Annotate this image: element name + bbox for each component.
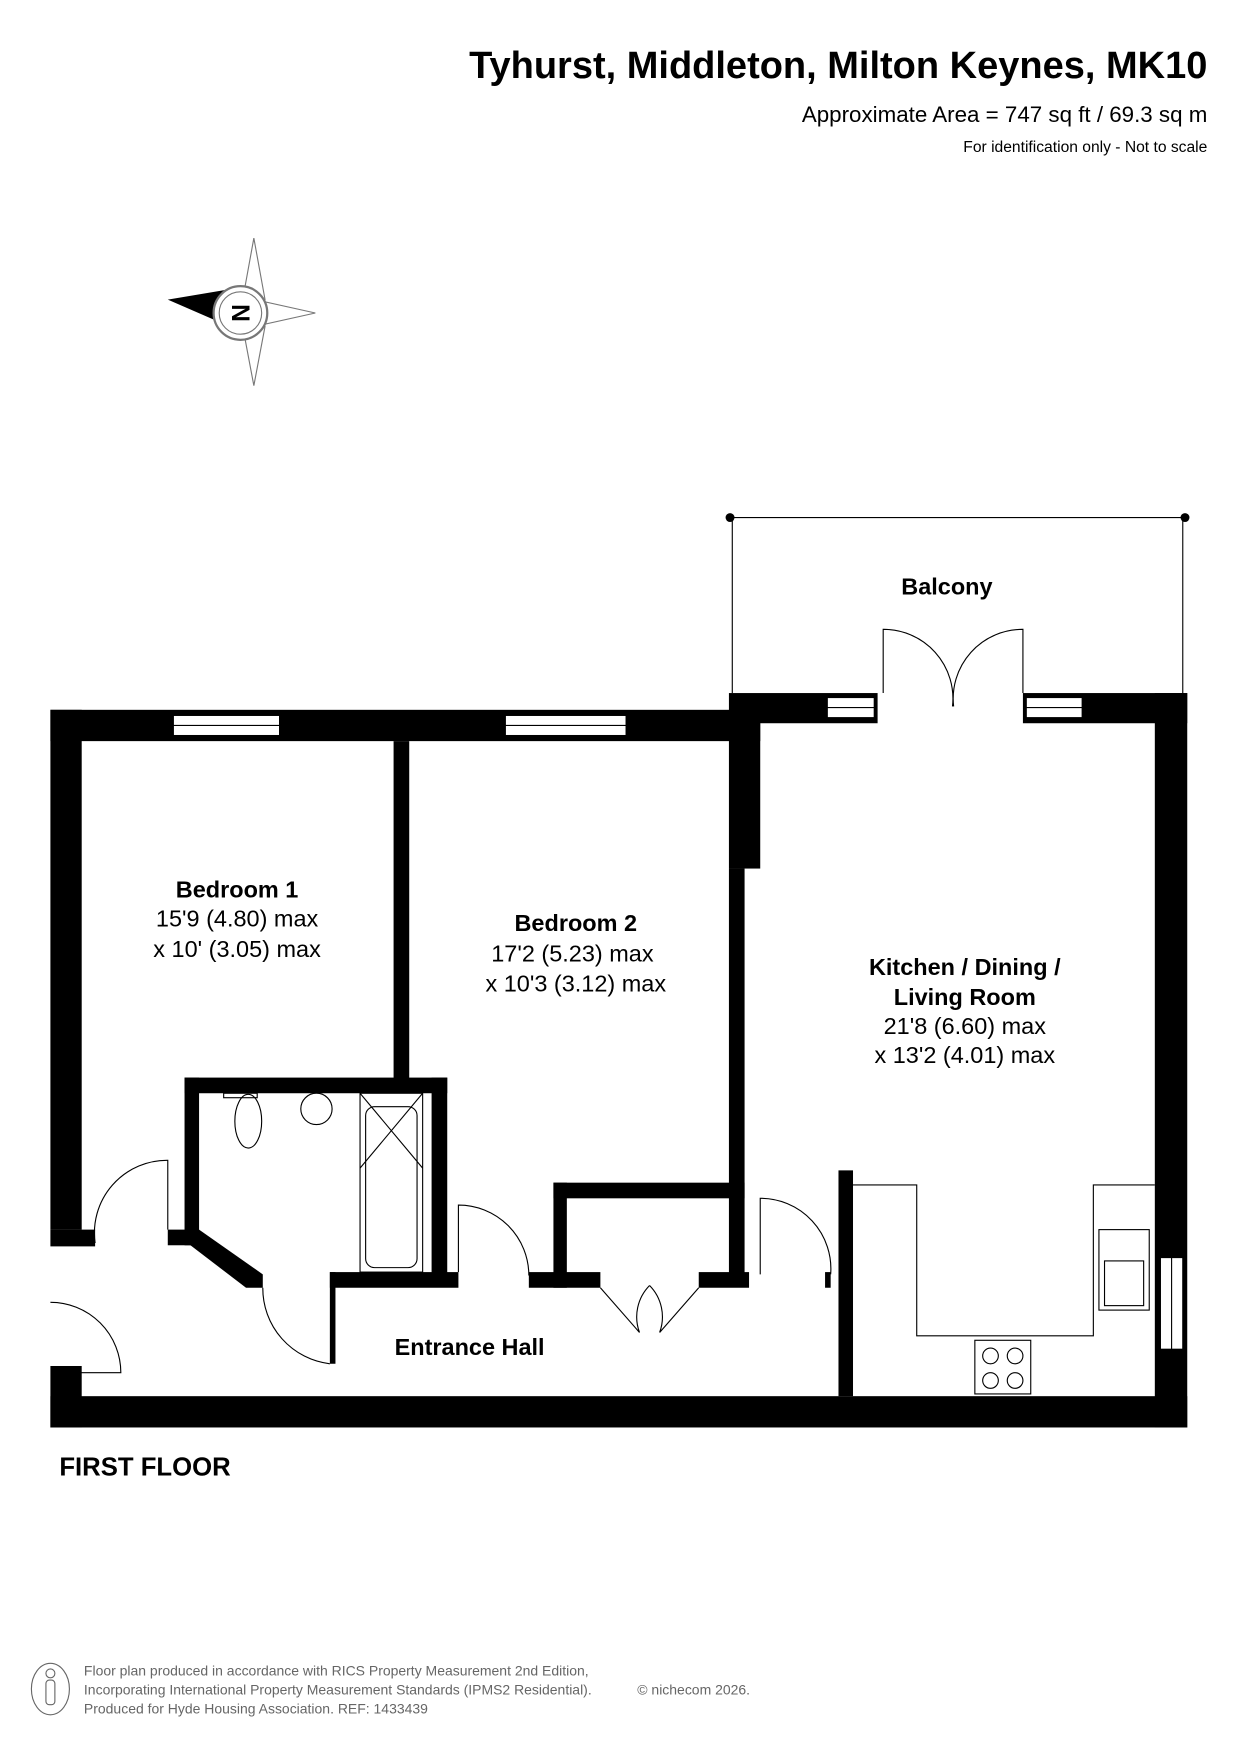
person-icon — [30, 1662, 70, 1716]
bedroom1-dim1: 15'9 (4.80) max — [156, 906, 319, 932]
hob-icon — [974, 1339, 1032, 1395]
bedroom2-label: Bedroom 2 — [514, 910, 637, 936]
bedroom2-dim1: 17'2 (5.23) max — [491, 940, 654, 966]
scale-note: For identification only - Not to scale — [963, 139, 1207, 156]
floor-label: FIRST FLOOR — [59, 1454, 231, 1482]
walls — [50, 693, 1188, 1428]
footer-copyright: © nichecom 2026. — [637, 1682, 750, 1698]
toilet-icon — [234, 1093, 263, 1149]
kitchen-label-line2: Living Room — [894, 984, 1036, 1010]
property-title: Tyhurst, Middleton, Milton Keynes, MK10 — [469, 45, 1207, 87]
windows — [172, 691, 1184, 1350]
bathroom-fixtures — [223, 1092, 424, 1273]
entrance-hall-label: Entrance Hall — [395, 1334, 545, 1360]
basin-icon — [300, 1092, 333, 1126]
approximate-area: Approximate Area = 747 sq ft / 69.3 sq m — [802, 102, 1208, 127]
balcony-label: Balcony — [901, 574, 992, 600]
bath-icon — [359, 1092, 424, 1273]
footer-line1: Floor plan produced in accordance with R… — [84, 1663, 589, 1679]
bedroom1-label: Bedroom 1 — [176, 877, 299, 903]
bedroom1-dim2: x 10' (3.05) max — [153, 936, 321, 962]
kitchen-dim2: x 13'2 (4.01) max — [875, 1042, 1056, 1068]
kitchen-fixtures — [853, 1184, 1155, 1395]
compass-icon: N — [167, 237, 316, 386]
doors — [50, 628, 1024, 1374]
bedroom2-dim2: x 10'3 (3.12) max — [485, 971, 666, 997]
kitchen-dim1: 21'8 (6.60) max — [884, 1013, 1047, 1039]
footer-line2: Incorporating International Property Mea… — [84, 1682, 592, 1698]
kitchen-label-line1: Kitchen / Dining / — [869, 954, 1061, 980]
balcony — [725, 513, 1190, 694]
compass-north-label: N — [228, 304, 255, 322]
sink-icon — [1098, 1229, 1150, 1311]
footer-line3: Produced for Hyde Housing Association. R… — [84, 1701, 428, 1717]
